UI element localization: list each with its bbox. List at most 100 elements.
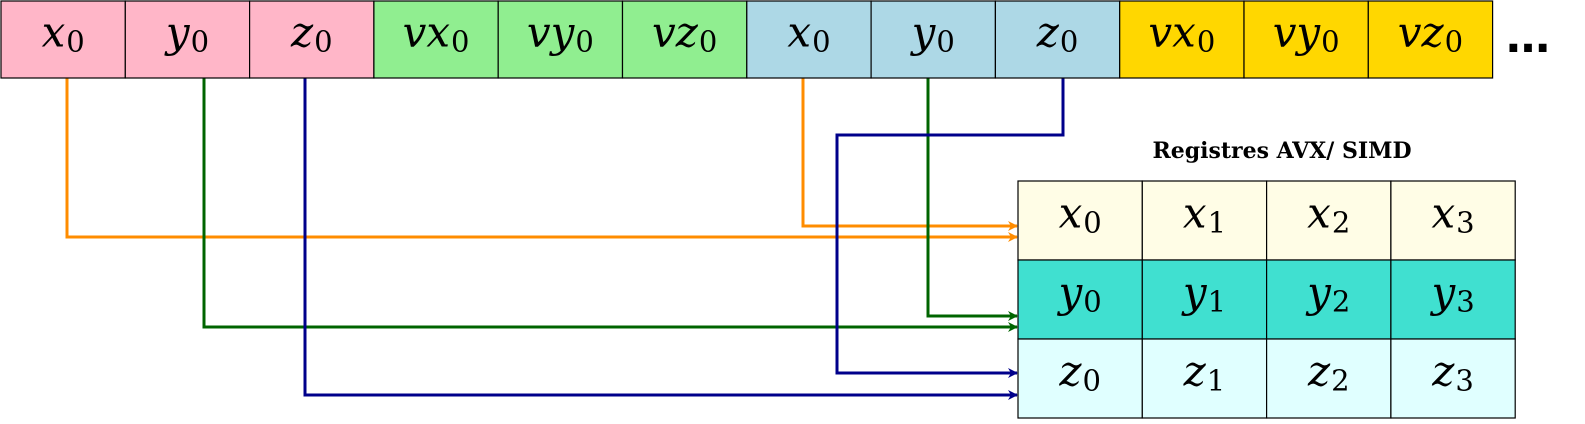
memory-cell-label: vy0 [1273,8,1340,59]
register-cell-box [1265,338,1392,419]
memory-cell-label-base: vy [1273,8,1322,57]
memory-cell-label: z0 [290,8,333,59]
memory-cell-label-subscript: 0 [314,25,332,59]
register-cell-label-base: z [1307,347,1331,396]
memory-cell: y0 [870,0,996,79]
register-cell-label-subscript: 2 [1331,364,1349,398]
register-cell-label-base: x [1059,189,1083,238]
memory-cell-label-base: x [42,8,66,57]
register-cell-label-subscript: 1 [1208,285,1226,319]
register-cell-label-base: y [1429,268,1456,317]
memory-cell-box [373,0,499,79]
register-cell-box [1390,338,1516,419]
register-cell-label: x2 [1307,189,1350,240]
register-cell-label: y0 [1057,268,1102,319]
register-cell-label-subscript: 0 [1083,285,1101,319]
memory-cell: z0 [249,0,375,79]
memory-cell-box [249,0,375,79]
memory-cell-label-subscript: 0 [1321,25,1339,59]
memory-cell-label: x0 [42,8,85,59]
memory-cell-label-base: vx [1148,8,1196,57]
ellipsis: … [1506,12,1550,63]
memory-cell-label-base: vy [527,8,576,57]
memory-cell: vz0 [1367,0,1494,79]
memory-cell: vy0 [497,0,624,79]
memory-cell-box [497,0,624,79]
memory-cell-label: vz0 [652,8,717,59]
memory-cell-label-base: z [290,8,314,57]
register-cell-box [1390,259,1516,340]
register-cell-label: y3 [1429,268,1474,319]
memory-cell: vx0 [1119,0,1245,79]
memory-cell-label-subscript: 0 [66,25,84,59]
memory-cell-label-base: z [1036,8,1060,57]
memory-cell-label-base: y [164,8,191,57]
memory-cell-box [870,0,996,79]
arrow-y-3 [926,78,1018,321]
register-cell-label-base: x [1183,189,1207,238]
memory-cell: vx0 [373,0,499,79]
memory-cell-label: y0 [164,8,209,59]
memory-cell-label-base: vz [1398,8,1445,57]
arrows-layer [65,78,1065,400]
register-cell-label-subscript: 2 [1332,206,1350,240]
memory-cell-label: z0 [1036,8,1079,59]
memory-cell-label: vx0 [403,8,470,59]
memory-cell: vz0 [621,0,748,79]
memory-cell-label-subscript: 0 [1197,25,1215,59]
register-cell-label: y1 [1181,268,1226,319]
register-cell-label-subscript: 0 [1083,206,1101,240]
register-cell-label: x0 [1059,189,1102,240]
memory-cell-label-subscript: 0 [575,25,593,59]
register-cell-label: x1 [1183,189,1226,240]
register-cell-label: z0 [1058,347,1101,398]
memory-cell-label: x0 [787,8,830,59]
register-cell-label-base: y [1305,268,1332,317]
memory-cell-label-subscript: 0 [191,25,209,59]
register-cell-label-base: z [1183,347,1207,396]
register-cell-label-base: z [1058,347,1082,396]
memory-cell-label-subscript: 0 [1445,25,1463,59]
arrow-z-5 [835,78,1065,378]
register-cell-label: z1 [1183,347,1226,398]
register-cell-label-base: x [1431,189,1455,238]
memory-cell: z0 [994,0,1121,79]
register-cell-label: z2 [1307,347,1350,398]
register-cell-label: x3 [1431,189,1474,240]
register-cell-label-subscript: 2 [1332,285,1350,319]
memory-cell: y0 [124,0,251,79]
memory-cell-label-base: x [787,8,811,57]
register-cell-label-subscript: 3 [1455,364,1473,398]
register-cell-label-subscript: 0 [1082,364,1100,398]
register-cell-box [1017,338,1143,419]
register-cell-label-subscript: 3 [1456,206,1474,240]
memory-cell-box [994,0,1121,79]
memory-cell-label-base: y [910,8,937,57]
register-cell-label-base: y [1057,268,1084,317]
register-cell-label: y2 [1305,268,1350,319]
register-cell-label-subscript: 1 [1207,364,1225,398]
register-cell-box [1390,180,1516,261]
register-cell-label-base: y [1181,268,1208,317]
memory-cell-box [746,0,872,79]
register-cell-label: z3 [1431,347,1474,398]
arrow-x-0 [65,78,1018,242]
register-cell-label-subscript: 1 [1208,206,1226,240]
register-cell-box [1141,338,1268,419]
arrow-z-4 [303,78,1018,400]
memory-cell-box [1243,0,1369,79]
memory-cell-label-subscript: 0 [1060,25,1078,59]
memory-cell-label-base: vz [652,8,699,57]
arrow-x-1 [801,78,1018,231]
memory-cell-label: vz0 [1398,8,1463,59]
register-cell-label-base: x [1307,189,1331,238]
memory-cell-box [1367,0,1494,79]
memory-cell-label-base: vx [403,8,451,57]
memory-cell-box [1119,0,1245,79]
memory-cell-label-subscript: 0 [451,25,469,59]
